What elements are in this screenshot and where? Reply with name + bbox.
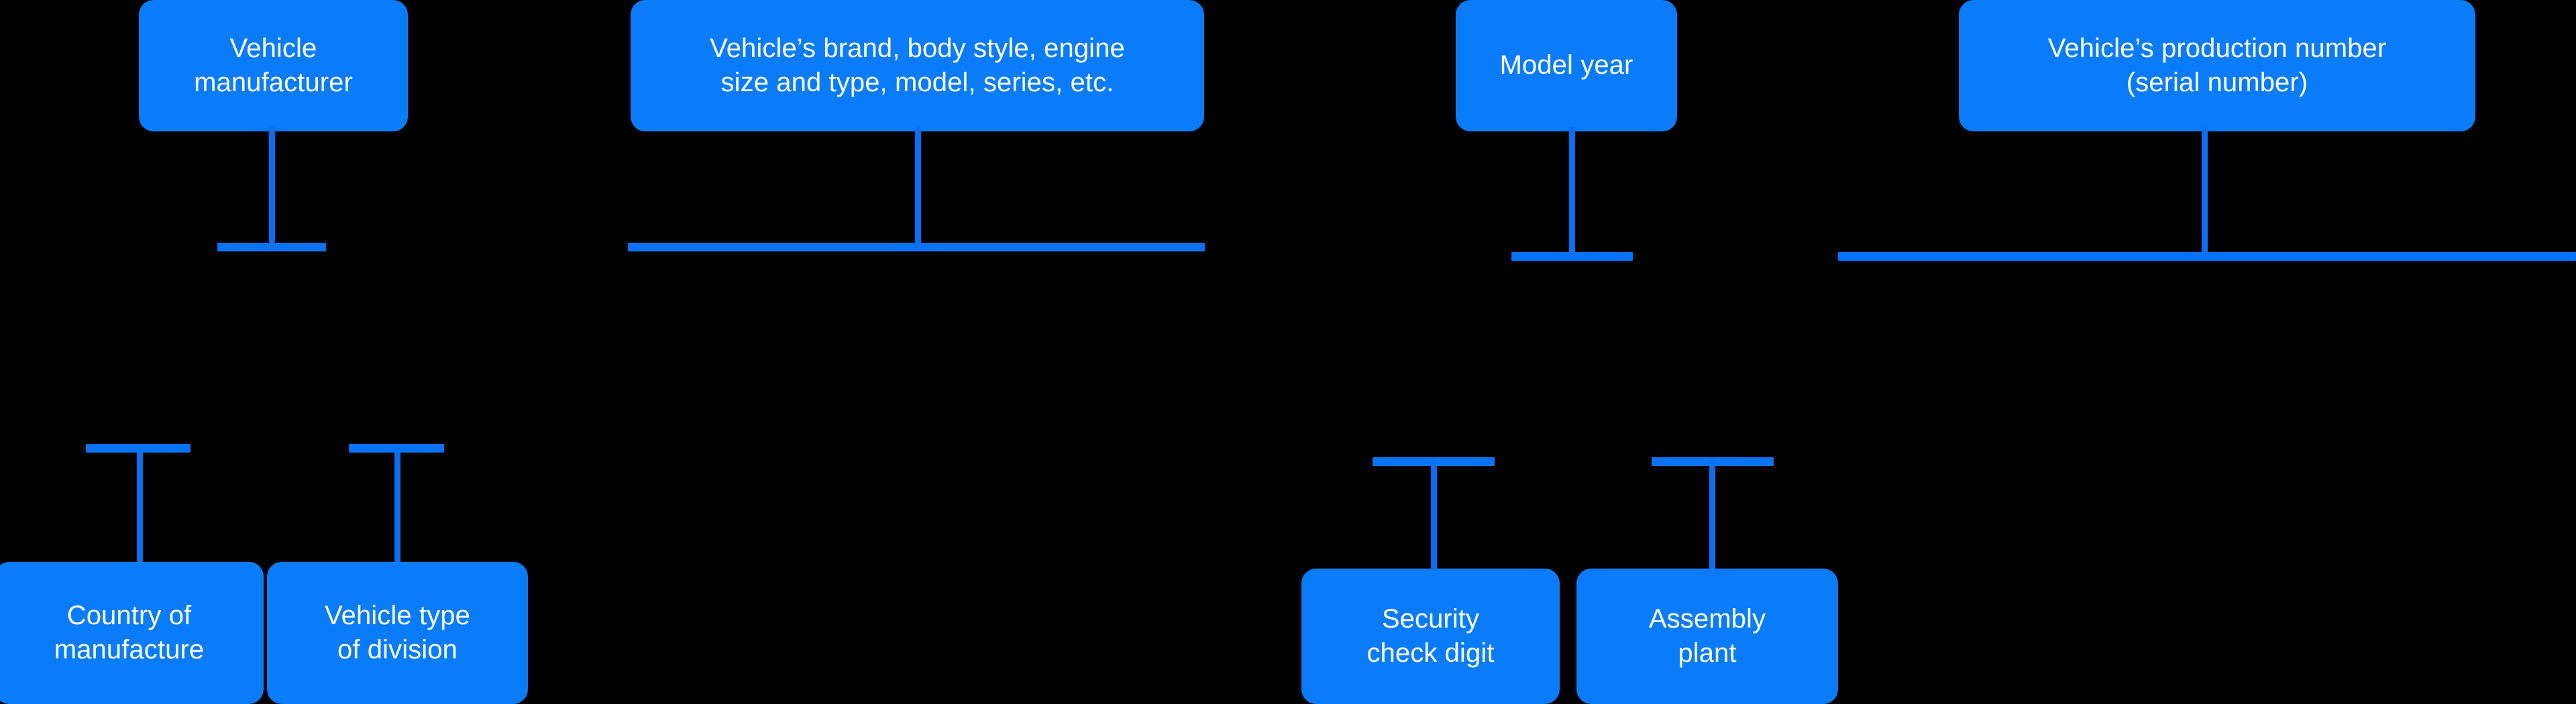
connector-stem-security-check-digit bbox=[1431, 461, 1437, 569]
callout-assembly-plant-label: Assembly plant bbox=[1648, 603, 1766, 668]
connector-stem-model-year bbox=[1569, 127, 1575, 256]
connector-stem-country-of-manufacture bbox=[137, 448, 143, 566]
callout-model-year-label: Model year bbox=[1499, 50, 1633, 80]
callout-vehicle-manufacturer-label: Vehicle manufacturer bbox=[194, 33, 353, 97]
connector-stem-vehicle-descriptor bbox=[915, 127, 921, 247]
callout-vehicle-type-of-division-label: Vehicle type of division bbox=[325, 600, 470, 664]
connector-bracket-vehicle-manufacturer bbox=[217, 243, 326, 251]
callout-production-number[interactable]: Vehicle’s production number (serial numb… bbox=[1959, 0, 2475, 131]
callout-security-check-digit[interactable]: Security check digit bbox=[1301, 569, 1560, 704]
connector-bracket-production-number bbox=[1838, 252, 2576, 261]
callout-assembly-plant[interactable]: Assembly plant bbox=[1576, 569, 1838, 704]
callout-vehicle-descriptor-label: Vehicle’s brand, body style, engine size… bbox=[710, 33, 1125, 97]
callout-vehicle-descriptor[interactable]: Vehicle’s brand, body style, engine size… bbox=[631, 0, 1204, 131]
callout-country-of-manufacture[interactable]: Country of manufacture bbox=[0, 562, 264, 704]
connector-stem-vehicle-type-of-division bbox=[394, 448, 400, 566]
callout-vehicle-manufacturer[interactable]: Vehicle manufacturer bbox=[139, 0, 408, 131]
callout-vehicle-type-of-division[interactable]: Vehicle type of division bbox=[267, 562, 528, 704]
connector-stem-assembly-plant bbox=[1709, 461, 1715, 569]
connector-bracket-vehicle-descriptor bbox=[628, 243, 1205, 251]
callout-country-of-manufacture-label: Country of manufacture bbox=[54, 600, 205, 664]
connector-stem-production-number bbox=[2202, 127, 2208, 256]
connector-stem-vehicle-manufacturer bbox=[269, 127, 275, 247]
callout-security-check-digit-label: Security check digit bbox=[1366, 603, 1495, 668]
connector-bracket-model-year bbox=[1511, 252, 1633, 261]
callout-production-number-label: Vehicle’s production number (serial numb… bbox=[2047, 33, 2387, 97]
callout-model-year[interactable]: Model year bbox=[1456, 0, 1677, 131]
